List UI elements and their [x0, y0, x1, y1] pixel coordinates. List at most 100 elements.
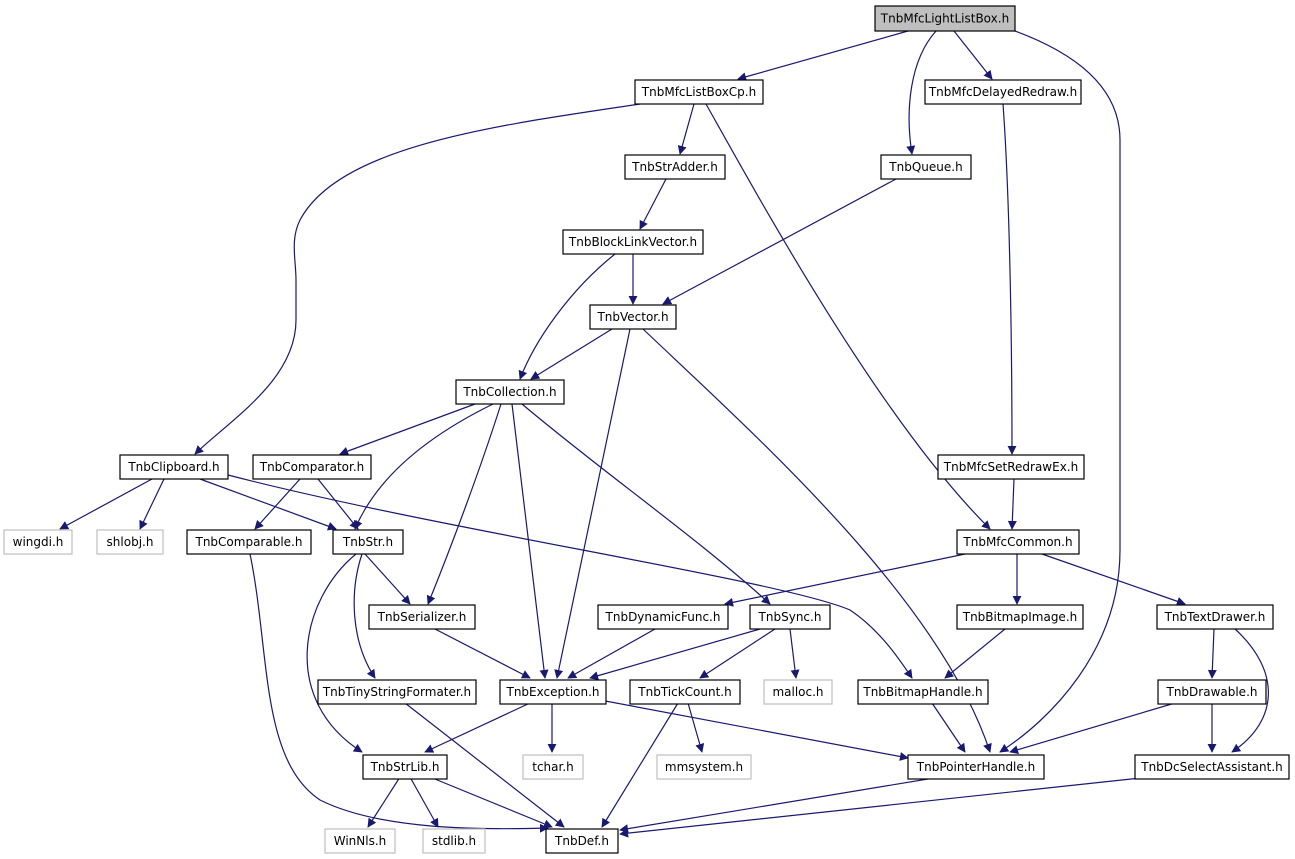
node-comparable[interactable]: TnbComparable.h — [186, 529, 312, 555]
node-stdlib[interactable]: stdlib.h — [422, 828, 486, 854]
edge-setredrawex-mfccommon — [1007, 478, 1017, 530]
node-drawable[interactable]: TnbDrawable.h — [1157, 679, 1267, 705]
node-malloc[interactable]: malloc.h — [763, 679, 833, 705]
node-mmsystem[interactable]: mmsystem.h — [656, 754, 752, 780]
node-box-blocklinkvector — [562, 229, 704, 255]
node-listboxcp[interactable]: TnbMfcListBoxCp.h — [634, 79, 764, 105]
edge-clipboard-wingdi — [59, 478, 153, 530]
node-sync[interactable]: TnbSync.h — [749, 604, 831, 630]
node-box-clipboard — [119, 454, 229, 480]
node-bitmaphandle[interactable]: TnbBitmapHandle.h — [857, 679, 989, 705]
node-wingdi[interactable]: wingdi.h — [3, 529, 73, 555]
node-label-mfccommon: TnbMfcCommon.h — [962, 535, 1072, 549]
edge-bitmaphandle-pointerhandle — [931, 702, 966, 753]
node-box-def — [545, 828, 619, 854]
node-box-sync — [749, 604, 831, 630]
node-box-textdrawer — [1156, 604, 1274, 630]
edge-root-pointerhandle — [999, 30, 1121, 753]
node-blocklinkvector[interactable]: TnbBlockLinkVector.h — [562, 229, 704, 255]
node-label-vector: TnbVector.h — [596, 310, 668, 324]
edge-drawable-pointerhandle — [1009, 702, 1176, 755]
edge-dynamicfunc-exception — [567, 628, 656, 679]
node-box-stdlib — [422, 828, 486, 854]
node-pointerhandle[interactable]: TnbPointerHandle.h — [907, 754, 1045, 780]
node-delayedredraw[interactable]: TnbMfcDelayedRedraw.h — [924, 79, 1082, 105]
edge-vector-exception — [554, 328, 631, 679]
node-exception[interactable]: TnbException.h — [499, 679, 607, 705]
node-label-comparator: TnbComparator.h — [259, 460, 365, 474]
node-box-malloc — [763, 679, 833, 705]
node-comparator[interactable]: TnbComparator.h — [252, 454, 372, 480]
node-dynamicfunc[interactable]: TnbDynamicFunc.h — [597, 604, 729, 630]
node-label-listboxcp: TnbMfcListBoxCp.h — [641, 85, 756, 99]
node-dcselectassistant[interactable]: TnbDcSelectAssistant.h — [1134, 754, 1290, 780]
node-box-pointerhandle — [907, 754, 1045, 780]
node-label-bitmapimage: TnbBitmapImage.h — [962, 610, 1078, 624]
node-label-root: TnbMfcLightListBox.h — [880, 12, 1009, 26]
node-mfccommon[interactable]: TnbMfcCommon.h — [956, 529, 1080, 555]
edge-strlib-winnls — [367, 776, 401, 828]
node-winnls[interactable]: WinNls.h — [324, 828, 396, 854]
node-label-tickcount: TnbTickCount.h — [637, 685, 731, 699]
node-box-root — [874, 5, 1016, 32]
node-bitmapimage[interactable]: TnbBitmapImage.h — [956, 604, 1084, 630]
node-box-tickcount — [629, 679, 741, 705]
node-def[interactable]: TnbDef.h — [545, 828, 619, 854]
node-label-shlobj: shlobj.h — [107, 535, 154, 549]
node-box-mfccommon — [956, 529, 1080, 555]
node-label-sync: TnbSync.h — [758, 610, 822, 624]
node-textdrawer[interactable]: TnbTextDrawer.h — [1156, 604, 1274, 630]
node-label-drawable: TnbDrawable.h — [1165, 685, 1257, 699]
edge-sync-tickcount — [699, 628, 776, 679]
node-collection[interactable]: TnbCollection.h — [455, 379, 565, 405]
node-vector[interactable]: TnbVector.h — [589, 304, 677, 330]
edge-queue-vector — [662, 178, 897, 305]
node-tickcount[interactable]: TnbTickCount.h — [629, 679, 741, 705]
node-stradder[interactable]: TnbStrAdder.h — [624, 154, 726, 180]
node-label-dcselectassistant: TnbDcSelectAssistant.h — [1140, 760, 1283, 774]
node-box-wingdi — [3, 529, 73, 555]
node-str[interactable]: TnbStr.h — [332, 529, 404, 555]
node-box-vector — [589, 304, 677, 330]
edge-vector-collection — [530, 328, 613, 380]
edge-root-queue — [906, 30, 937, 155]
node-box-drawable — [1157, 679, 1267, 705]
node-box-setredrawex — [937, 454, 1085, 480]
node-tchar[interactable]: tchar.h — [522, 754, 584, 780]
dependency-edges — [59, 30, 1269, 838]
node-clipboard[interactable]: TnbClipboard.h — [119, 454, 229, 480]
node-tinystringformater[interactable]: TnbTinyStringFormater.h — [317, 679, 477, 705]
edge-strlib-stdlib — [409, 776, 439, 828]
edge-pointerhandle-def — [619, 776, 941, 834]
node-box-shlobj — [96, 529, 164, 555]
node-label-pointerhandle: TnbPointerHandle.h — [916, 760, 1035, 774]
node-box-listboxcp — [634, 79, 764, 105]
node-setredrawex[interactable]: TnbMfcSetRedrawEx.h — [937, 454, 1085, 480]
node-label-setredrawex: TnbMfcSetRedrawEx.h — [943, 460, 1078, 474]
edge-comparable-def — [249, 553, 549, 833]
node-strlib[interactable]: TnbStrLib.h — [362, 754, 448, 780]
node-box-exception — [499, 679, 607, 705]
node-label-def: TnbDef.h — [554, 834, 609, 848]
node-root[interactable]: TnbMfcLightListBox.h — [874, 5, 1016, 32]
node-box-strlib — [362, 754, 448, 780]
edge-tinystringformater-def — [404, 702, 565, 828]
edge-textdrawer-dcselectassistant — [1231, 628, 1269, 753]
node-box-comparator — [252, 454, 372, 480]
node-label-delayedredraw: TnbMfcDelayedRedraw.h — [928, 85, 1077, 99]
edge-delayedredraw-setredrawex — [1002, 103, 1017, 455]
node-shlobj[interactable]: shlobj.h — [96, 529, 164, 555]
edge-sync-malloc — [789, 628, 800, 679]
edge-serializer-exception — [434, 628, 531, 679]
node-box-tchar — [522, 754, 584, 780]
node-box-bitmaphandle — [857, 679, 989, 705]
edge-strlib-def — [429, 776, 553, 829]
node-queue[interactable]: TnbQueue.h — [880, 154, 972, 180]
edge-mfccommon-textdrawer — [1041, 553, 1186, 606]
node-serializer[interactable]: TnbSerializer.h — [368, 604, 476, 630]
node-label-tchar: tchar.h — [532, 760, 574, 774]
node-box-dynamicfunc — [597, 604, 729, 630]
edge-comparator-str — [317, 478, 359, 530]
